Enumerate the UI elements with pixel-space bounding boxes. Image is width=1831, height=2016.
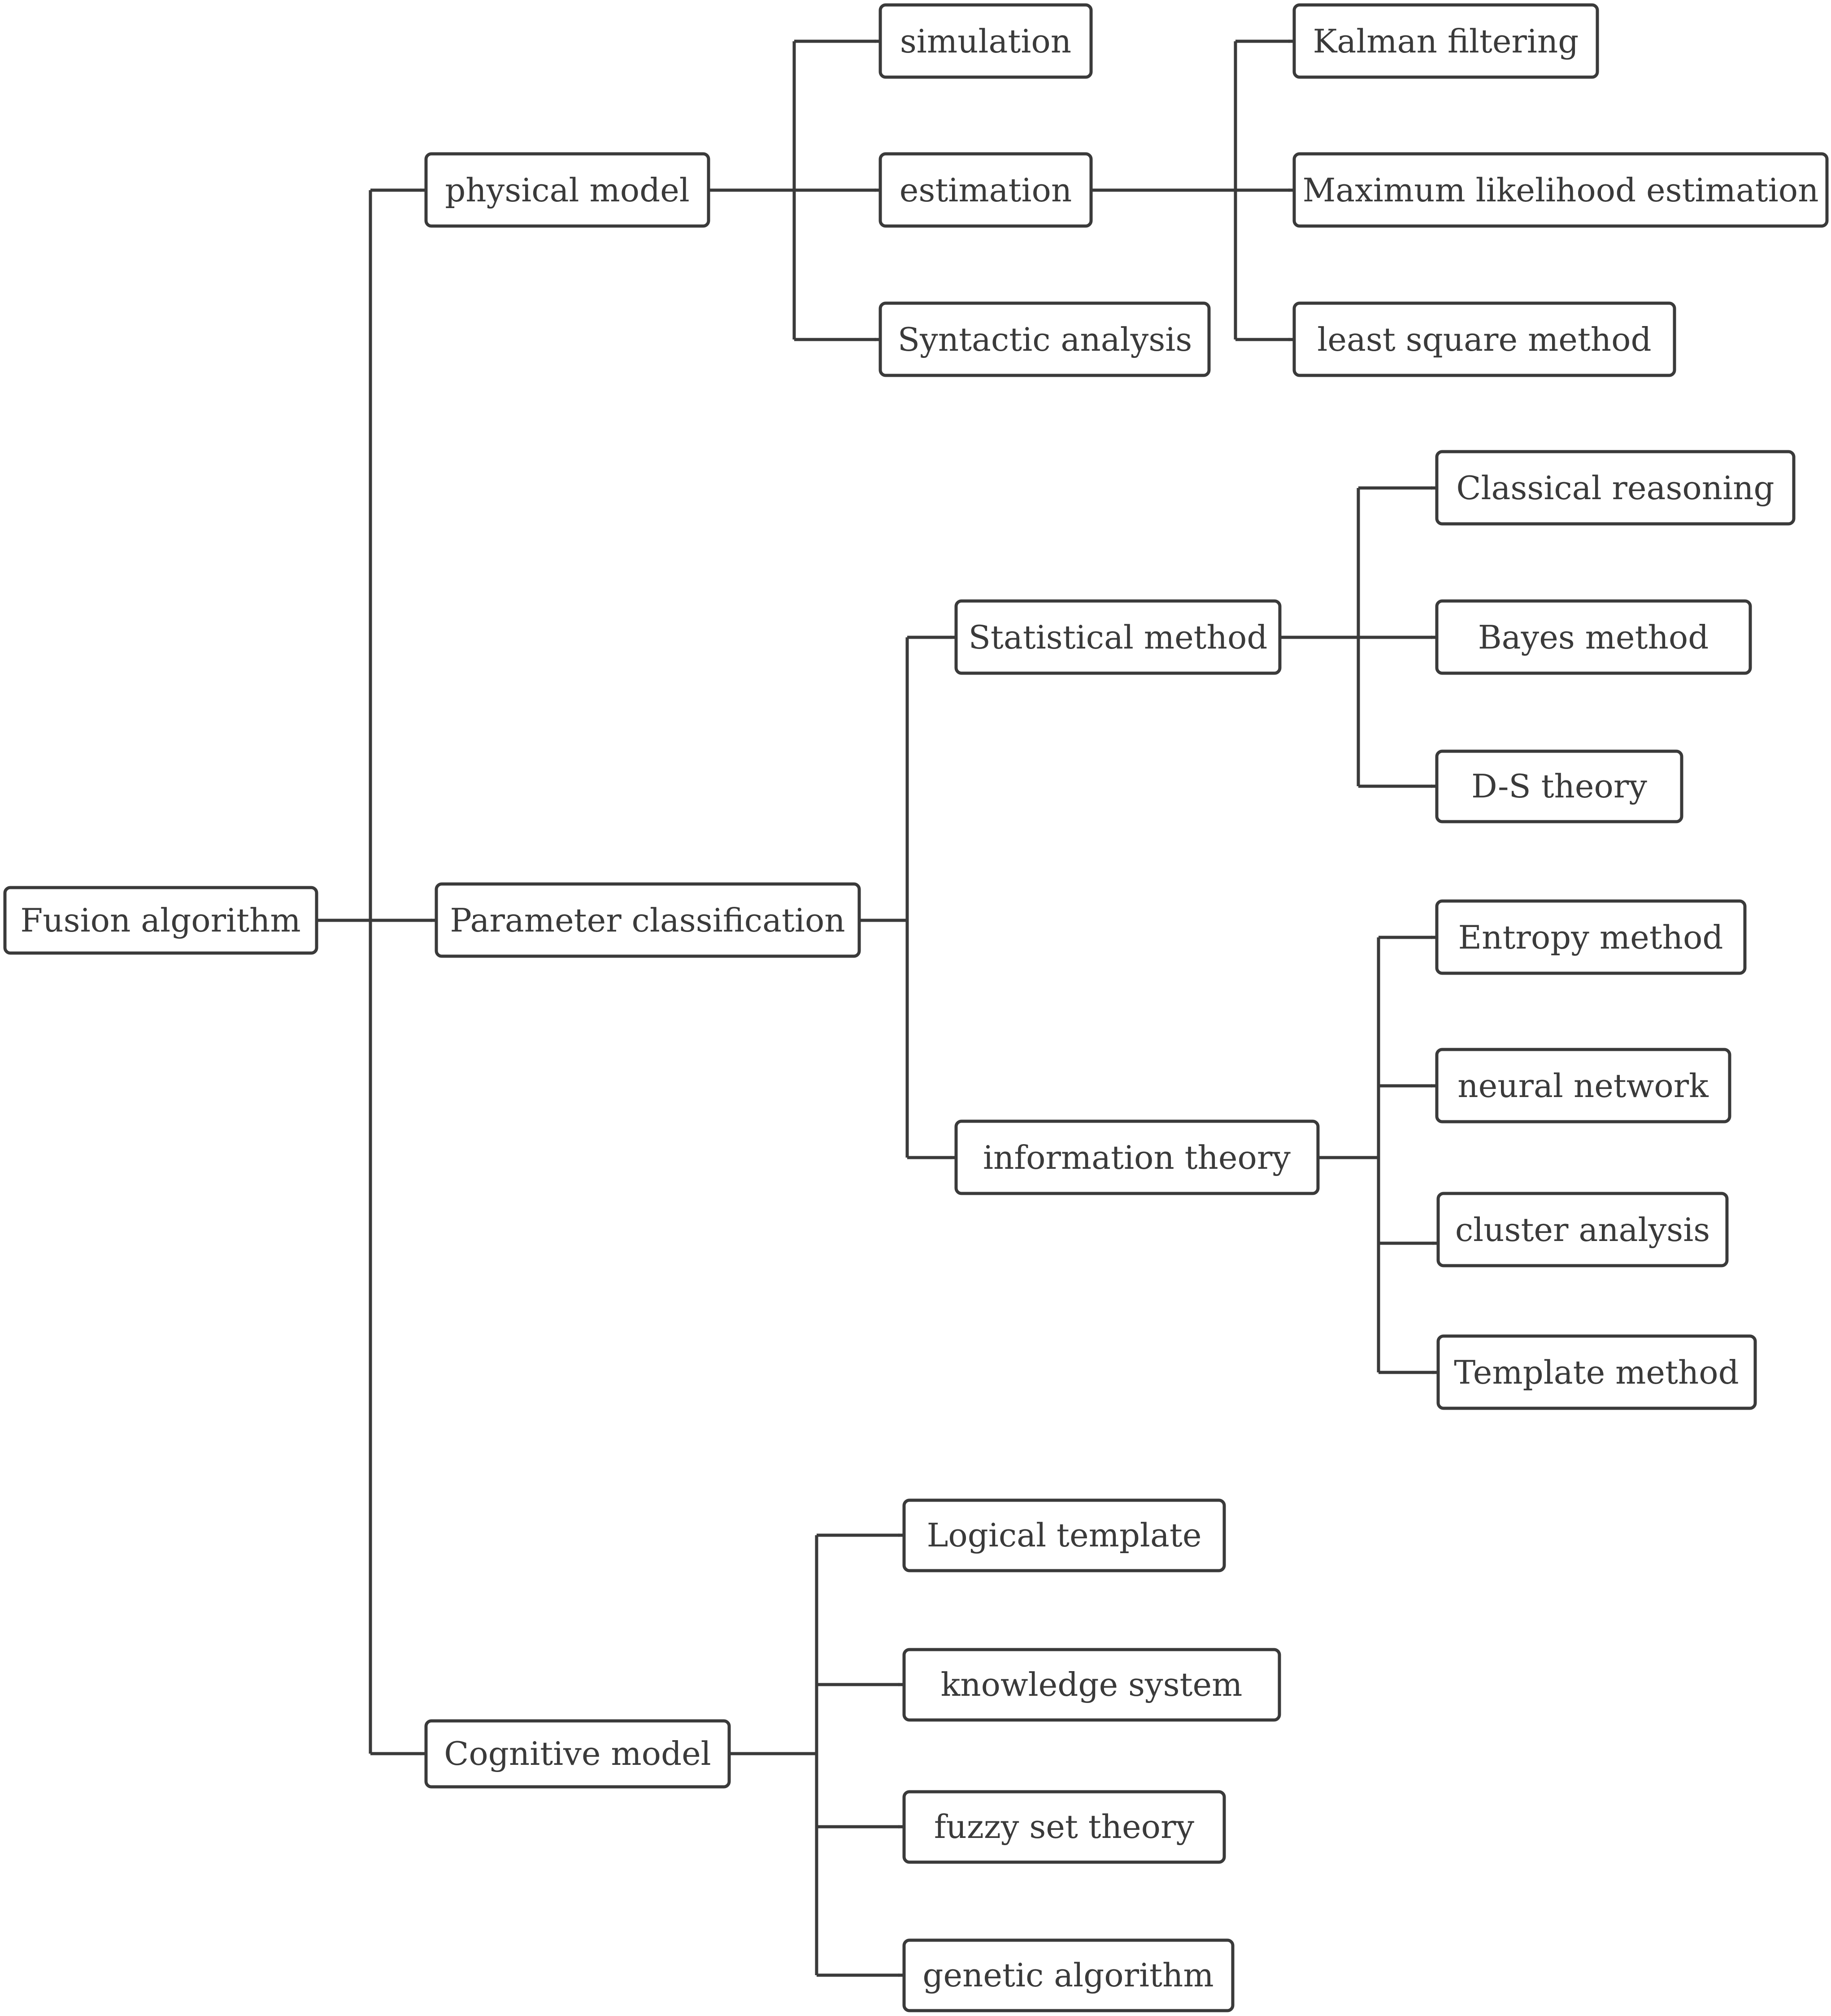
node-physical-model-label: physical model	[445, 171, 690, 209]
node-entropy-method: Entropy method	[1435, 899, 1747, 975]
node-classical-reasoning: Classical reasoning	[1435, 450, 1796, 526]
node-knowledge-system-label: knowledge system	[941, 1666, 1243, 1703]
node-knowledge-system: knowledge system	[902, 1648, 1281, 1722]
node-maximum-likelihood-estimation: Maximum likelihood estimation	[1292, 152, 1829, 228]
node-neural-network: neural network	[1435, 1048, 1731, 1123]
node-ds-theory-label: D-S theory	[1471, 767, 1647, 805]
node-least-square-method-label: least square method	[1317, 321, 1651, 358]
node-ds-theory: D-S theory	[1435, 749, 1683, 823]
node-statistical-method-label: Statistical method	[969, 618, 1268, 656]
node-fusion-algorithm-label: Fusion algorithm	[20, 901, 300, 939]
node-parameter-classification: Parameter classification	[435, 882, 861, 958]
node-syntactic-analysis: Syntactic analysis	[879, 301, 1211, 377]
node-logical-template-label: Logical template	[927, 1516, 1202, 1554]
node-bayes-method: Bayes method	[1435, 599, 1752, 675]
node-least-square-method: least square method	[1292, 301, 1676, 377]
connector-lines	[317, 39, 1437, 1977]
node-cognitive-model: Cognitive model	[424, 1719, 731, 1789]
node-syntactic-analysis-label: Syntactic analysis	[898, 321, 1192, 358]
node-bayes-method-label: Bayes method	[1478, 618, 1709, 656]
node-kalman-filtering: Kalman filtering	[1292, 3, 1599, 79]
node-template-method: Template method	[1436, 1334, 1757, 1410]
node-entropy-method-label: Entropy method	[1458, 919, 1723, 956]
node-information-theory: information theory	[954, 1119, 1320, 1195]
node-estimation: estimation	[879, 152, 1093, 228]
node-physical-model: physical model	[424, 152, 710, 228]
node-classical-reasoning-label: Classical reasoning	[1456, 469, 1774, 507]
node-simulation: simulation	[879, 3, 1093, 79]
node-parameter-classification-label: Parameter classification	[450, 901, 845, 939]
node-kalman-filtering-label: Kalman filtering	[1313, 22, 1579, 60]
node-logical-template: Logical template	[902, 1498, 1226, 1572]
node-maximum-likelihood-estimation-label: Maximum likelihood estimation	[1303, 171, 1819, 209]
node-estimation-label: estimation	[900, 171, 1072, 209]
node-genetic-algorithm: genetic algorithm	[902, 1938, 1235, 2012]
node-fusion-algorithm: Fusion algorithm	[3, 886, 318, 955]
node-cluster-analysis: cluster analysis	[1436, 1192, 1729, 1267]
node-statistical-method: Statistical method	[954, 599, 1282, 675]
node-genetic-algorithm-label: genetic algorithm	[922, 1956, 1213, 1994]
node-cluster-analysis-label: cluster analysis	[1455, 1211, 1710, 1249]
node-cognitive-model-label: Cognitive model	[444, 1735, 711, 1772]
node-template-method-label: Template method	[1454, 1354, 1739, 1391]
node-information-theory-label: information theory	[983, 1139, 1291, 1176]
node-neural-network-label: neural network	[1457, 1067, 1709, 1105]
node-simulation-label: simulation	[900, 22, 1071, 60]
node-fuzzy-set-theory: fuzzy set theory	[902, 1790, 1226, 1864]
node-fuzzy-set-theory-label: fuzzy set theory	[934, 1808, 1195, 1846]
